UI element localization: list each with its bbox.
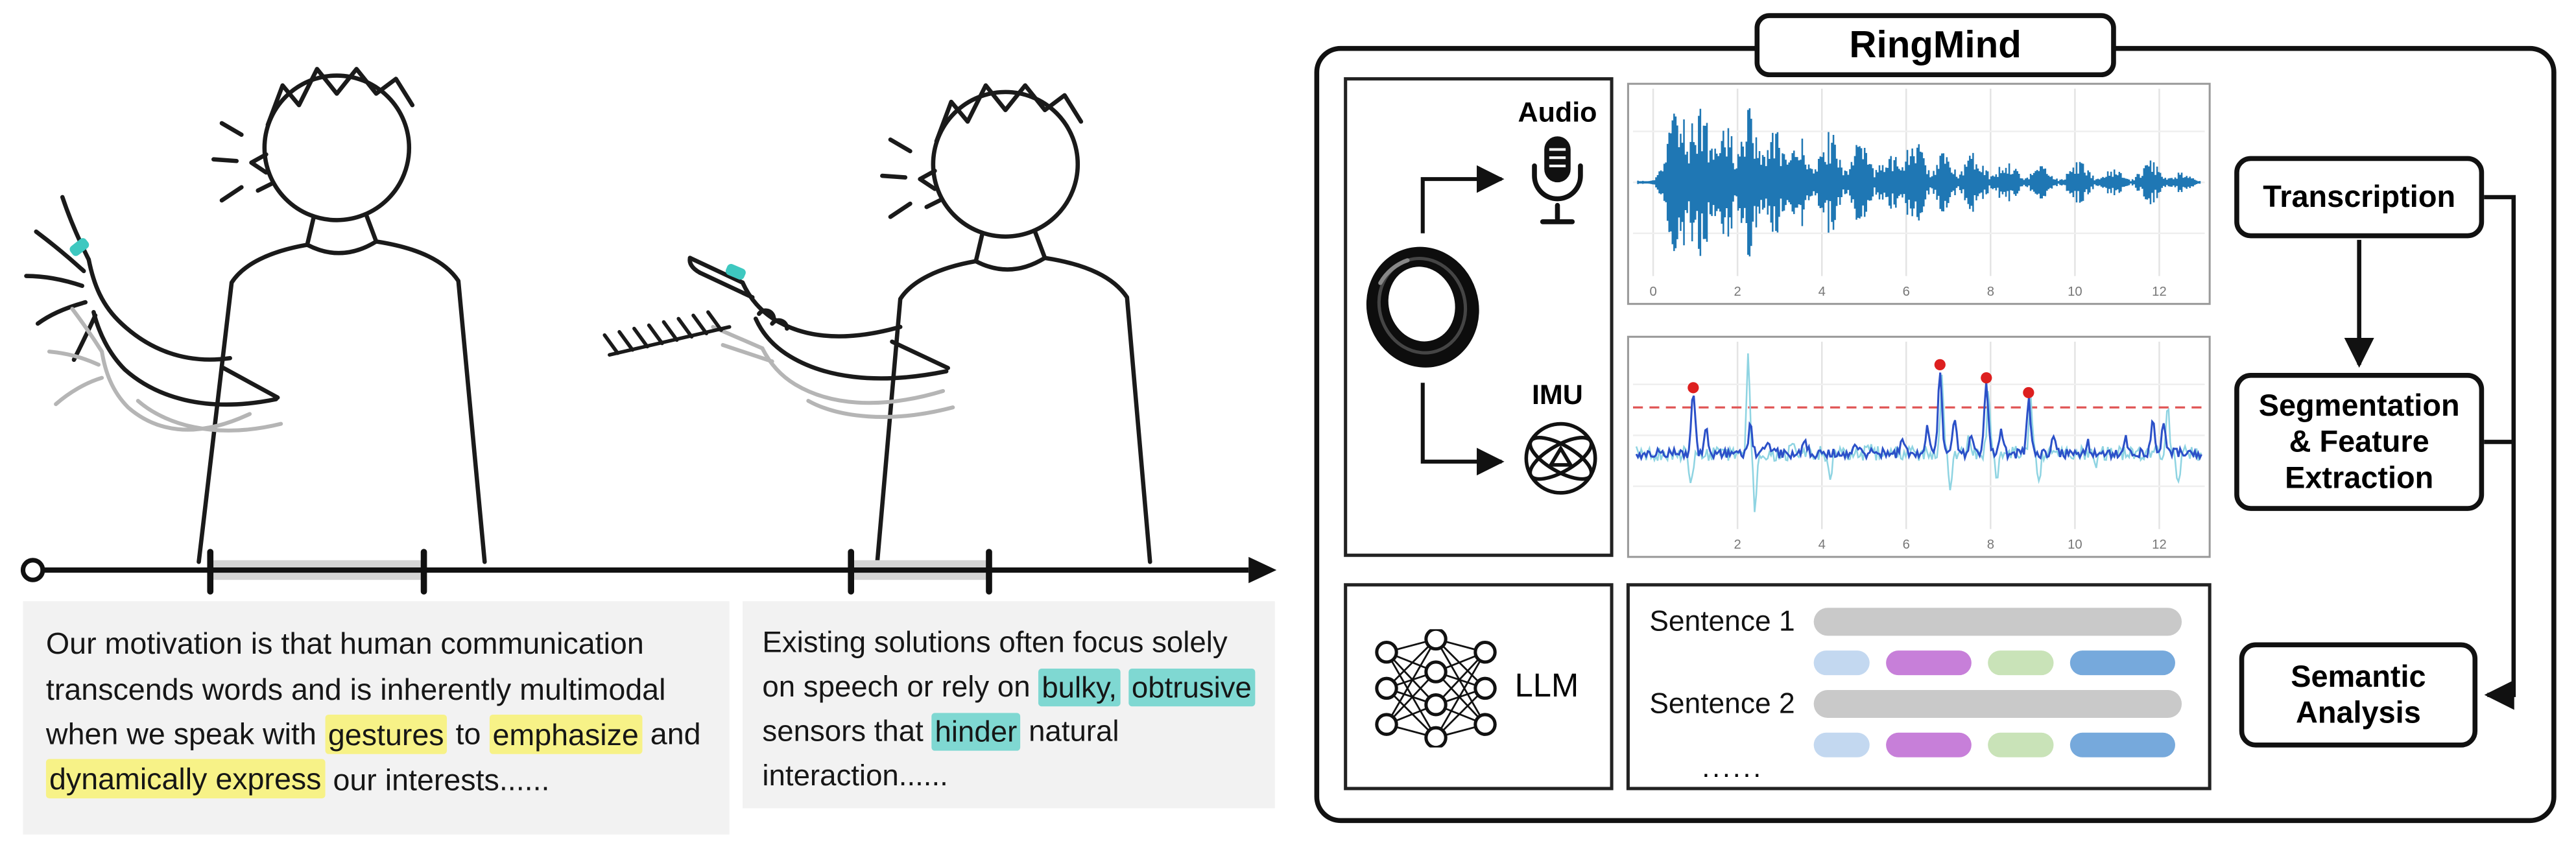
people-illustration [20, 67, 1277, 595]
highlighted-word: dynamically express [45, 759, 325, 799]
llm-box: LLM [1344, 583, 1614, 791]
transcription-box: Transcription [2234, 156, 2485, 239]
segment-chip [1988, 732, 2054, 757]
highlighted-word: obtrusive [1128, 667, 1256, 706]
svg-text:4: 4 [1819, 538, 1826, 552]
svg-text:8: 8 [1987, 538, 1994, 552]
svg-text:2: 2 [1734, 285, 1741, 299]
sentence-2-bar [1813, 689, 2182, 719]
svg-text:12: 12 [2152, 285, 2167, 299]
timeline-arrowhead [1248, 556, 1277, 584]
speaking-person-pointing [687, 83, 1152, 564]
llm-label: LLM [1514, 669, 1579, 705]
svg-text:10: 10 [2068, 538, 2082, 552]
sentence-1-bar [1813, 608, 2182, 636]
timeline [20, 549, 1277, 595]
audio-waveform-svg: 0 2 4 6 8 10 12 [1627, 82, 2211, 305]
svg-text:8: 8 [1987, 285, 1994, 299]
pipeline-arrows [2344, 195, 2516, 710]
svg-text:0: 0 [1649, 285, 1656, 299]
audio-label: Audio [1518, 97, 1597, 128]
sentence-1-label: Sentence 1 [1649, 604, 1795, 637]
imu-signal-plot: 2 4 6 8 10 12 [1626, 335, 2212, 559]
segment-chip [1886, 732, 1972, 757]
segment-chip [2069, 732, 2175, 757]
smart-ring-photo [1366, 246, 1479, 368]
svg-text:6: 6 [1903, 285, 1910, 299]
quote-text: Our motivation is that human communicati… [45, 626, 666, 751]
semantic-analysis-box: Semantic Analysis [2239, 642, 2478, 748]
sensor-box: Audio IMU [1344, 77, 1614, 557]
timeline-start-circle [20, 558, 45, 582]
problem-quote-box: Existing solutions often focus solely on… [743, 601, 1275, 809]
svg-text:10: 10 [2068, 285, 2082, 299]
svg-text:12: 12 [2152, 538, 2167, 552]
segment-chip [1813, 650, 1870, 676]
sentence-2-label: Sentence 2 [1649, 686, 1795, 720]
ringmind-title: RingMind [1754, 13, 2116, 78]
gyroscope-icon [1524, 422, 1597, 495]
imu-signal-svg: 2 4 6 8 10 12 [1627, 335, 2211, 558]
sentence-ellipsis: ...... [1702, 752, 1763, 784]
microphone-icon [1532, 136, 1583, 224]
audio-waveform-plot: 0 2 4 6 8 10 12 [1626, 82, 2212, 306]
neural-network-icon [1375, 629, 1497, 748]
svg-text:2: 2 [1734, 538, 1741, 552]
sensor-routing-arrows [1420, 165, 1505, 476]
svg-text:6: 6 [1903, 538, 1910, 552]
highlighted-word: bulky, [1038, 667, 1121, 706]
segment-chip [1886, 650, 1972, 676]
segmentation-box: Segmentation & Feature Extraction [2234, 373, 2485, 511]
segment-chip [1813, 732, 1870, 757]
sentence-2-chips [1813, 732, 2175, 757]
sentence-1-chips [1813, 650, 2175, 676]
segment-chip [2069, 650, 2175, 676]
highlighted-word: hinder [931, 712, 1021, 750]
speaking-person-gesturing [24, 67, 487, 564]
imu-label: IMU [1531, 379, 1583, 411]
smart-ring-marker [69, 238, 89, 256]
quote-text: Existing solutions often focus solely on… [762, 626, 1228, 704]
segment-chip [1988, 650, 2054, 676]
sentence-panel: Sentence 1 Sentence 2 ...... [1626, 583, 2212, 791]
highlighted-word: gestures [324, 713, 447, 754]
gesturing-motion-ghost-arm [47, 307, 283, 433]
tap-surface-hatch [602, 310, 732, 357]
motivation-quote-box: Our motivation is that human communicati… [23, 601, 730, 835]
highlighted-word: emphasize [489, 713, 642, 754]
svg-text:4: 4 [1819, 285, 1826, 299]
smart-ring-marker [725, 264, 746, 280]
